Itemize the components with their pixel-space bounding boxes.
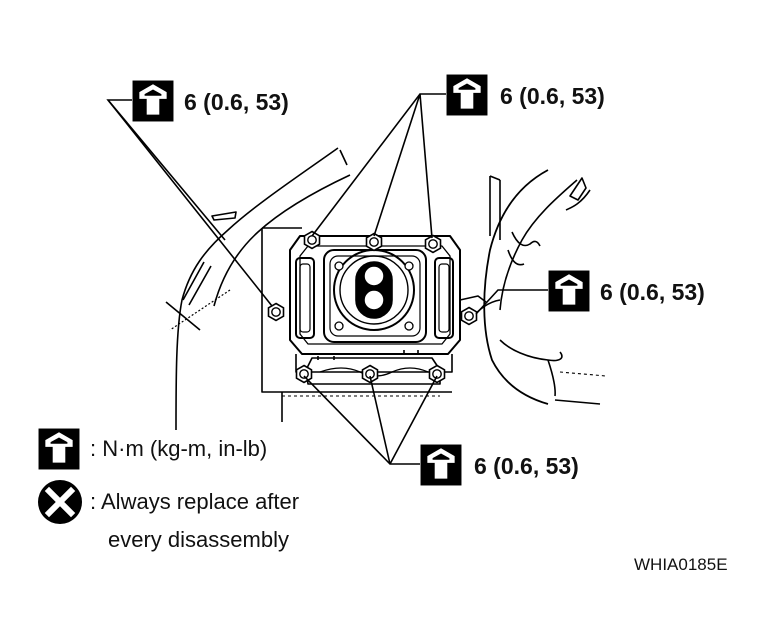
torque-value-right: 6 (0.6, 53) — [600, 279, 705, 305]
torque-wrench-icon — [548, 270, 590, 312]
bolt-bottom-center — [361, 364, 379, 384]
figure-code: WHIA0185E — [634, 555, 728, 574]
bolt-top-right — [424, 234, 442, 254]
bolt-bottom-left — [295, 364, 313, 384]
torque-callout-top: 6 (0.6, 53) — [446, 74, 605, 116]
torque-value-top: 6 (0.6, 53) — [500, 83, 605, 109]
torque-callout-right: 6 (0.6, 53) — [548, 270, 705, 312]
torque-wrench-icon — [446, 74, 488, 116]
mount-bolts — [267, 230, 478, 384]
bolt-bottom-right — [428, 364, 446, 384]
legend-torque-units: : N·m (kg-m, in-lb) — [90, 436, 267, 461]
legend: : N·m (kg-m, in-lb) : Always replace aft… — [38, 428, 299, 552]
bolt-top-center — [365, 232, 383, 252]
torque-wrench-icon — [420, 444, 462, 486]
bolt-top-left — [303, 230, 321, 250]
leader-lines — [106, 93, 548, 465]
bolt-left — [267, 302, 285, 322]
mount-drawing — [165, 147, 607, 431]
torque-value-bottom: 6 (0.6, 53) — [474, 453, 579, 479]
torque-wrench-icon — [38, 428, 80, 470]
bolt-right — [460, 306, 478, 326]
torque-value-left: 6 (0.6, 53) — [184, 89, 289, 115]
torque-callout-bottom: 6 (0.6, 53) — [420, 444, 579, 486]
always-replace-icon — [38, 480, 82, 524]
legend-replace-line1: : Always replace after — [90, 489, 299, 514]
torque-wrench-icon — [132, 80, 174, 122]
legend-replace-line2: every disassembly — [108, 527, 289, 552]
torque-callout-left: 6 (0.6, 53) — [132, 80, 289, 122]
